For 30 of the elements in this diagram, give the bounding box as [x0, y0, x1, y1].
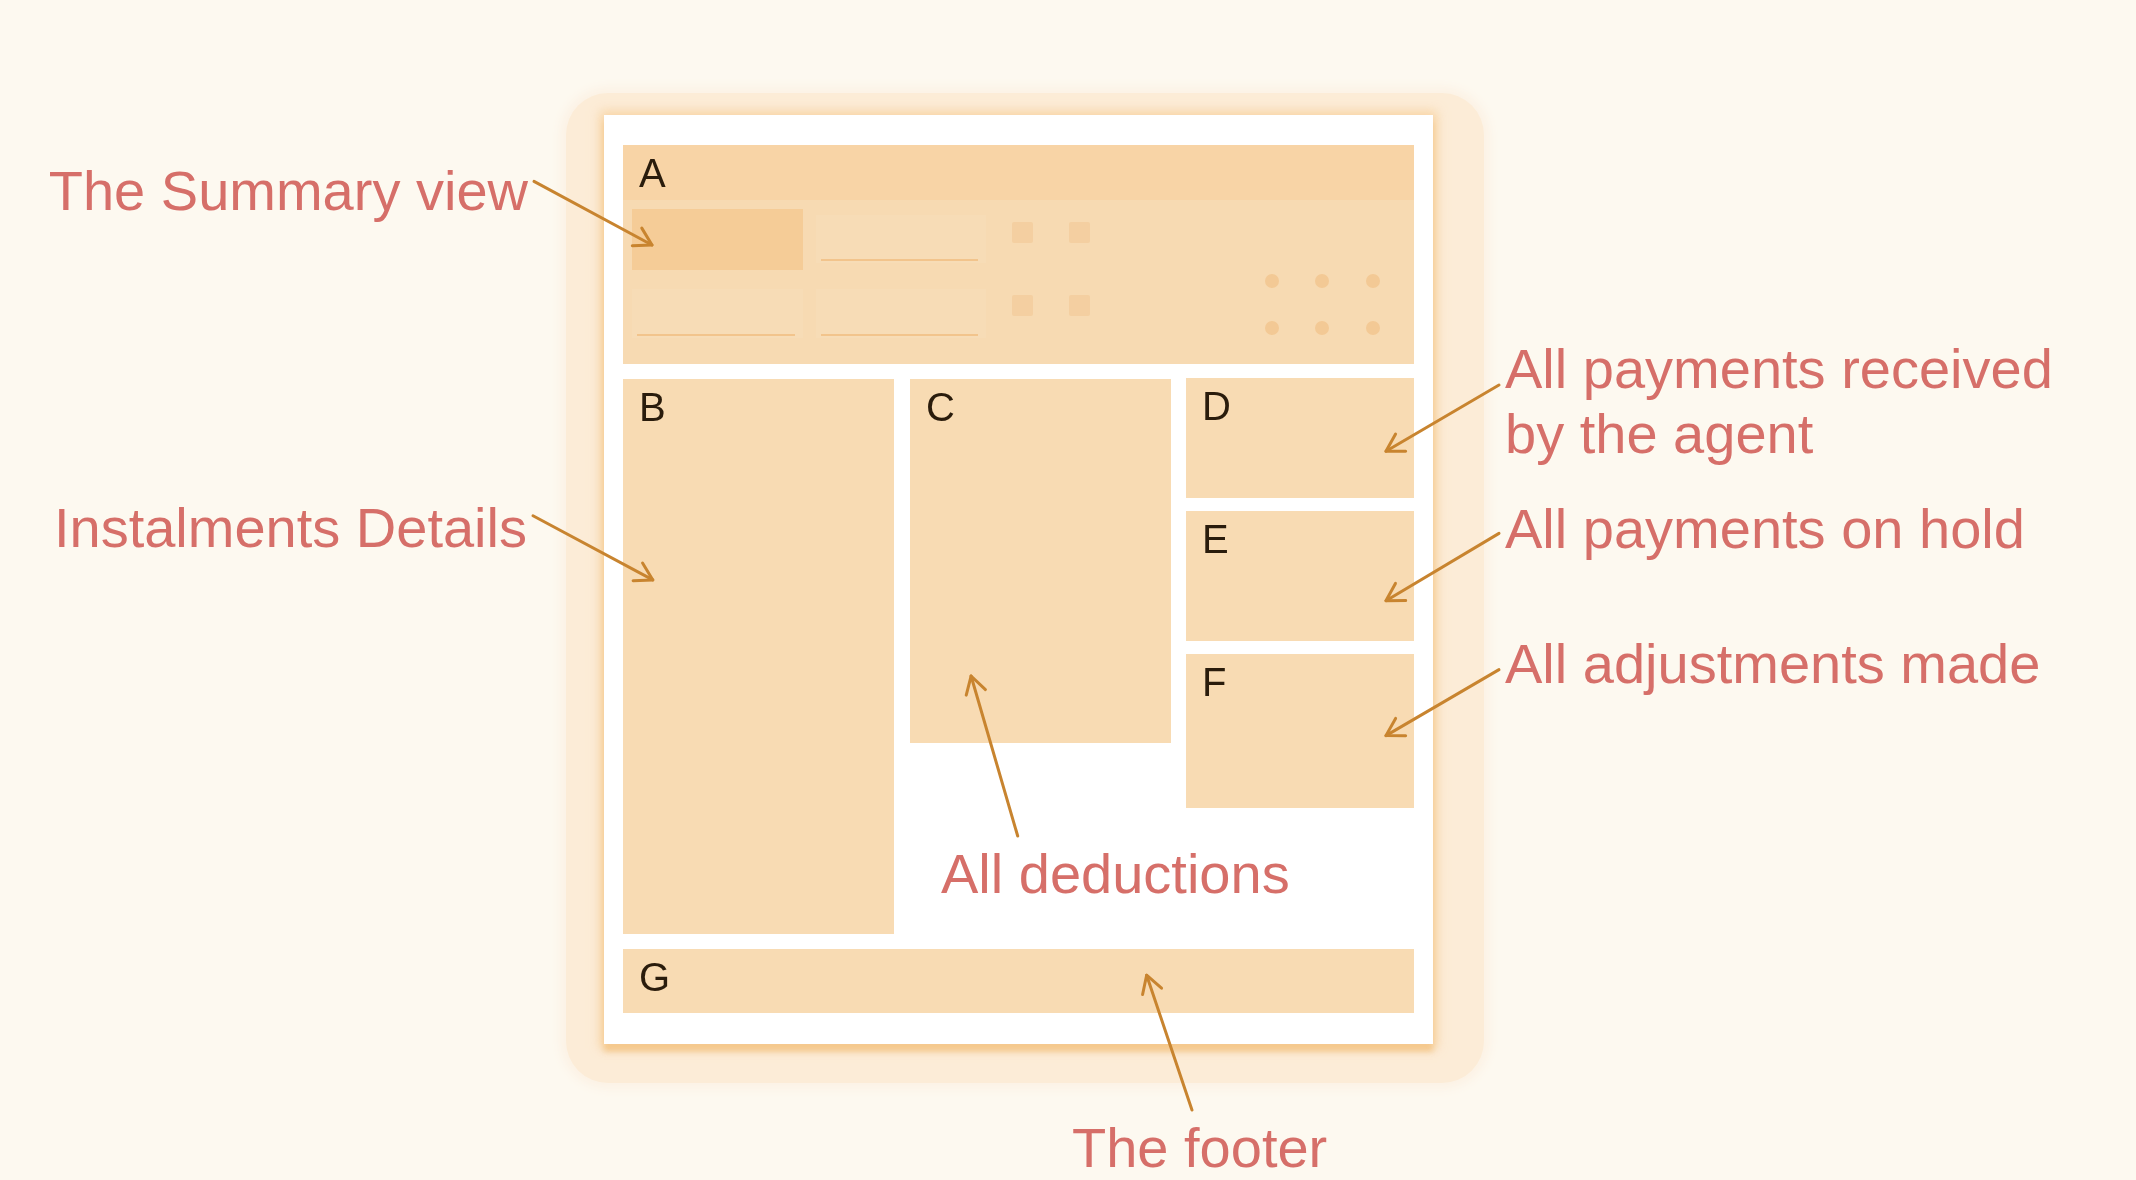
wireframe-panel [623, 949, 1414, 1013]
leader-arrow [1141, 973, 1194, 1112]
wireframe-panel [910, 379, 1171, 743]
leader-arrow [532, 179, 654, 248]
leader-arrow [964, 674, 1020, 838]
panel-letter: G [639, 957, 671, 997]
callout-label: All adjustments made [1505, 632, 2041, 696]
leader-arrow [1384, 668, 1501, 738]
wireframe-panel [1186, 511, 1414, 641]
panel-letter: E [1202, 519, 1229, 559]
leader-arrow [531, 514, 655, 583]
highlighted-field [632, 209, 803, 270]
wireframe-panel [623, 379, 894, 934]
wireframe-panel [1186, 654, 1414, 808]
page-frame [604, 115, 1433, 1044]
wireframe-panel [623, 145, 1414, 364]
panel-letter: D [1202, 386, 1231, 426]
callout-label: Instalments Details [53, 496, 527, 560]
panel-letter: B [639, 387, 666, 427]
panel-letter: C [926, 387, 955, 427]
callout-label: All payments received by the agent [1505, 337, 2085, 467]
wireframe-panel [1186, 378, 1414, 498]
callout-label: All deductions [941, 842, 1290, 906]
callout-label: The Summary view [48, 159, 528, 223]
panel-letter: F [1202, 662, 1227, 702]
callout-label: The footer [1072, 1116, 1328, 1180]
callout-label: All payments on hold [1505, 497, 2025, 561]
leader-arrow [1384, 383, 1501, 453]
leader-arrow [1384, 531, 1501, 603]
panel-letter: A [639, 153, 666, 193]
